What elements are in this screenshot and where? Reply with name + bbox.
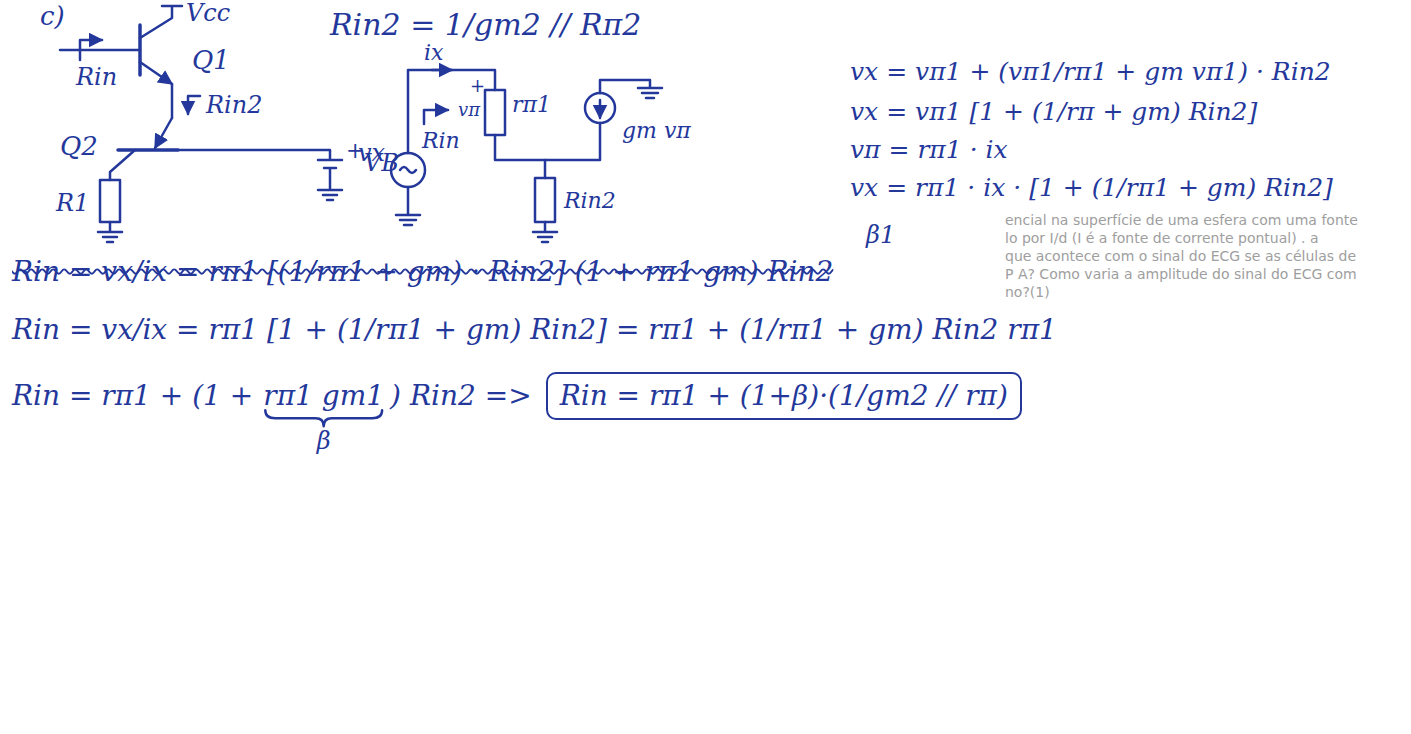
resistance-label: Rin2	[206, 92, 262, 120]
annotation: β	[317, 428, 331, 456]
resistance-label: Rin	[76, 64, 117, 92]
bleed-through-text: no?(1)	[1005, 284, 1050, 300]
equation: ) Rin2 =>	[390, 380, 532, 412]
equation: vx = rπ1 · ix · [1 + (1/rπ1 + gm) Rin2]	[850, 174, 1333, 203]
voltage-label: vx	[358, 140, 385, 168]
source-label: gm vπ	[622, 118, 691, 143]
bleed-through-text: lo por I/d (I é a fonte de corrente pont…	[1005, 230, 1319, 246]
resistor-label: rπ1	[512, 92, 551, 117]
result-box: Rin = rπ1 + (1+β)·(1/gm2 // rπ)	[546, 372, 1022, 420]
collector-lead	[140, 6, 182, 38]
bleed-through-text: encial na superfície de uma esfera com u…	[1005, 212, 1358, 228]
resistor-symbol	[535, 178, 555, 222]
struck-equation: Rin = vx/ix = rπ1 [(1/rπ1 + gm) · Rin2] …	[12, 256, 833, 288]
collector-lead	[110, 150, 135, 180]
equation: Rin = vx/ix = rπ1 [1 + (1/rπ1 + gm) Rin2…	[12, 314, 1057, 346]
equation: vπ = rπ1 · ix	[850, 136, 1008, 165]
wire	[544, 160, 547, 178]
current-arrow	[432, 69, 452, 72]
part-label: c)	[40, 2, 65, 32]
annotation: β1	[866, 222, 895, 250]
impedance-arrow	[188, 96, 200, 114]
resistor-label: Rin2	[564, 188, 616, 213]
source-wave	[400, 167, 416, 173]
equation: Rin = rπ1 + (1 +	[12, 380, 253, 412]
base-wire	[60, 49, 140, 52]
impedance-arrow	[80, 40, 102, 60]
supply-label: Vcc	[186, 0, 230, 28]
result-equation: Rin = rπ1 + (1+β)·(1/gm2 // rπ)	[560, 380, 1008, 412]
resistor-symbol	[100, 180, 120, 222]
current-source-symbol	[585, 93, 615, 123]
equation: vx = vπ1 + (vπ1/rπ1 + gm vπ1) · Rin2	[850, 58, 1331, 87]
emitter-lead	[155, 118, 172, 148]
transistor-base-bar	[118, 148, 178, 152]
emitter-lead	[140, 62, 172, 84]
resistance-label: Rin	[422, 128, 460, 153]
current-source-arrow	[599, 100, 602, 118]
current-label: ix	[424, 40, 443, 65]
wire	[495, 123, 600, 160]
ground-symbol	[396, 187, 420, 225]
wire	[408, 70, 495, 153]
transistor-label: Q1	[192, 46, 230, 76]
bleed-through-text: que acontece com o sinal do ECG se as cé…	[1005, 248, 1356, 264]
ground-symbol	[600, 80, 662, 98]
ground-symbol	[533, 222, 557, 242]
polarity-sign: +	[470, 76, 485, 97]
equation: Rin2 = 1/gm2 // Rπ2	[330, 8, 641, 43]
underbrace	[265, 410, 382, 426]
equation: vx = vπ1 [1 + (1/rπ + gm) Rin2]	[850, 98, 1257, 127]
resistor-label: R1	[56, 190, 89, 218]
transistor-label: Q2	[60, 132, 98, 162]
equation: rπ1 gm1	[263, 380, 384, 412]
impedance-arrow	[424, 110, 448, 124]
ground-symbol	[98, 222, 122, 242]
resistor-symbol	[485, 90, 505, 135]
emitter-wire	[171, 84, 174, 118]
bleed-through-text: P A? Como varia a amplitude do sinal do …	[1005, 266, 1357, 282]
voltage-label: vπ	[458, 100, 480, 121]
battery-symbol	[178, 150, 342, 200]
